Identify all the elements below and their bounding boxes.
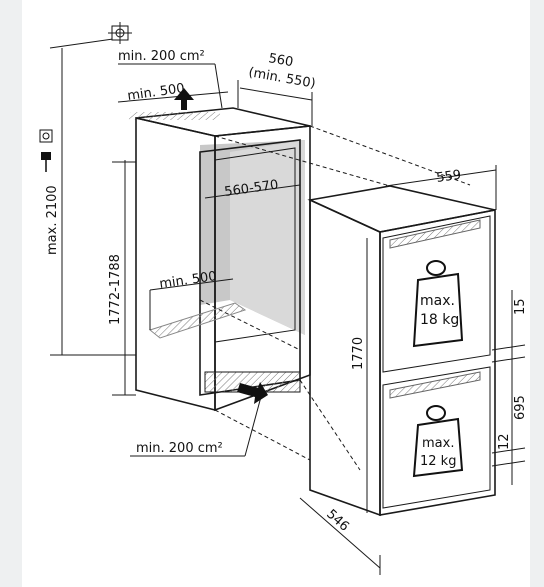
- vent-top-depth-label: min. 500: [126, 81, 185, 104]
- air-outlet-arrow: [174, 88, 194, 110]
- max-height-label: max. 2100: [45, 185, 60, 255]
- niche-depth-label: 560: [267, 51, 294, 70]
- air-inlet-arrow: [237, 382, 268, 404]
- load-lower-line2: 12 kg: [420, 454, 456, 469]
- socket-icon: [39, 129, 53, 143]
- vent-bottom-area-label: min. 200 cm²: [136, 441, 223, 456]
- load-upper-line2: 18 kg: [420, 312, 459, 328]
- plug-icon: [41, 152, 51, 172]
- load-lower-line1: max.: [422, 436, 454, 451]
- niche-depth-min-label: (min. 550): [247, 65, 316, 92]
- weight-icon: [412, 260, 464, 348]
- crosshair-icon: [108, 22, 132, 44]
- niche-cabinet: [128, 107, 311, 412]
- projection-lines: [199, 125, 471, 471]
- dimension-lines: [49, 37, 526, 575]
- appliance-height-label: 1770: [351, 337, 366, 370]
- weight-icon: [412, 405, 464, 478]
- vent-top-area-label: min. 200 cm²: [118, 49, 205, 64]
- right-sidebar-strip: [530, 0, 544, 587]
- niche-height-label: 1772-1788: [108, 254, 123, 325]
- appliance: [307, 185, 496, 517]
- left-sidebar-strip: [0, 0, 22, 587]
- appliance-depth-label: 546: [323, 507, 351, 535]
- gap-bottom-label: 12: [497, 433, 512, 450]
- freezer-height-label: 695: [513, 395, 528, 420]
- appliance-width-label: 559: [435, 168, 462, 186]
- niche-width-label: 560-570: [223, 178, 279, 200]
- gap-top-label: 15: [513, 298, 528, 315]
- load-upper-line1: max.: [420, 293, 455, 309]
